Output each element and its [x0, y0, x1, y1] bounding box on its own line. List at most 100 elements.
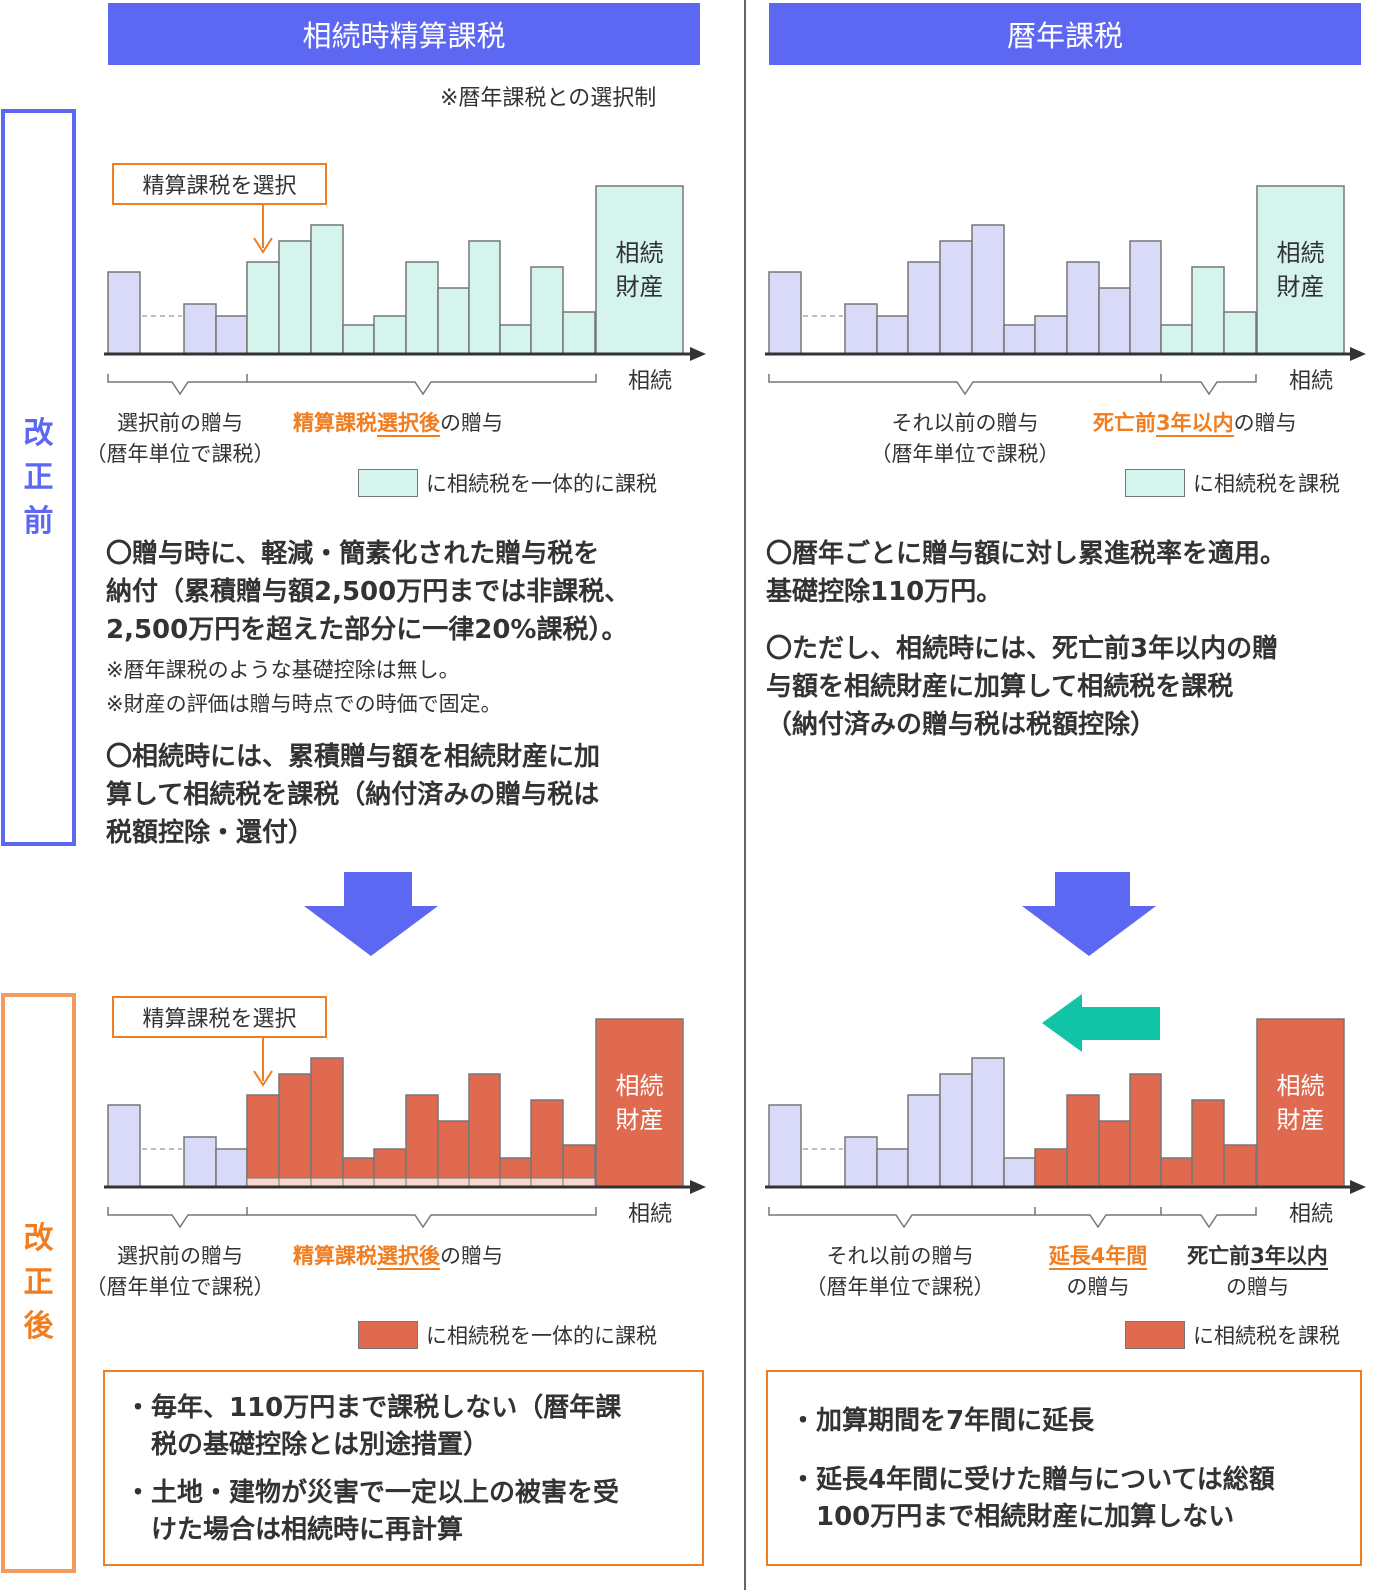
estate-label: 相続 財産: [1257, 236, 1344, 304]
legend-swatch-mint: [1125, 469, 1185, 497]
earlier-gift-line: （暦年単位で課税）: [805, 1275, 995, 1299]
column-divider: [744, 0, 746, 1590]
right-before-paragraph-2: 〇ただし、相続時には、死亡前3年以内の贈 与額を相続財産に加算して相続税を課税 …: [766, 630, 1278, 744]
inheritance-axis-label: 相続: [628, 1202, 673, 1227]
section-before-char: 正: [23, 459, 54, 495]
estate-label-line: 相続: [615, 1072, 664, 1100]
bullet-line: ・延長4年間に受けた贈与については総額: [790, 1465, 1275, 1495]
legend-text: に相続税を一体的に課税: [426, 472, 657, 496]
post-selection-gift-label: 精算課税選択後の贈与: [293, 408, 503, 439]
inheritance-axis-label: 相続: [1289, 1202, 1334, 1227]
text-line: 〇贈与時に、軽減・簡素化された贈与税を: [106, 539, 600, 569]
right-after-bullet-1: ・加算期間を7年間に延長: [790, 1403, 1094, 1440]
estate-label-line: 財産: [1276, 1106, 1325, 1134]
legend-left-after: に相続税を一体的に課税: [358, 1320, 657, 1350]
select-settlement-callout: 精算課税を選択: [112, 996, 327, 1038]
post-selection-tail: の贈与: [440, 1244, 503, 1268]
left-after-summary-box: [103, 1370, 704, 1566]
post-selection-bold: 精算課税: [293, 411, 377, 435]
earlier-gift-label: それ以前の贈与 （暦年単位で課税）: [800, 1241, 1000, 1303]
left-after-bullet-1: ・毎年、110万円まで課税しない（暦年課 税の基礎控除とは別途措置）: [125, 1390, 621, 1464]
estate-label-line: 財産: [1276, 273, 1325, 301]
note-line: ※暦年課税のような基礎控除は無し。: [106, 658, 460, 682]
pre-selection-line: （暦年単位で課税）: [85, 442, 275, 466]
bullet-line: 100万円まで相続財産に加算しない: [790, 1502, 1235, 1532]
legend-text: に相続税を課税: [1193, 1324, 1340, 1348]
extended-line: の贈与: [1066, 1275, 1130, 1299]
death-line: の贈与: [1226, 1275, 1289, 1299]
death-underlined: 3年以内: [1250, 1244, 1328, 1270]
post-selection-tail: の贈与: [440, 411, 503, 435]
earlier-gift-line: （暦年単位で課税）: [870, 442, 1060, 466]
inheritance-axis-label: 相続: [1289, 369, 1334, 394]
earlier-gift-line: それ以前の贈与: [826, 1244, 974, 1268]
post-selection-underlined: 選択後: [377, 411, 440, 437]
pre-selection-line: 選択前の贈与: [117, 1244, 243, 1268]
section-before-char: 改: [23, 415, 54, 451]
header-calendar-year-taxation: 暦年課税: [769, 3, 1361, 65]
death-three-years-label: 死亡前3年以内 の贈与: [1175, 1241, 1340, 1303]
text-line: 2,500万円を超えた部分に一律20%課税）。: [106, 615, 628, 645]
post-selection-gift-label: 精算課税選択後の贈与: [293, 1241, 503, 1272]
pre-selection-gift-label: 選択前の贈与 （暦年単位で課税）: [80, 1241, 280, 1303]
bullet-line: ・土地・建物が災害で一定以上の被害を受: [125, 1478, 620, 1508]
estate-label: 相続 財産: [596, 1069, 683, 1137]
legend-right-after: に相続税を課税: [1125, 1320, 1340, 1350]
header-settlement-taxation: 相続時精算課税: [108, 3, 700, 65]
pre-selection-line: （暦年単位で課税）: [85, 1275, 275, 1299]
right-before-paragraph-1: 〇暦年ごとに贈与額に対し累進税率を適用。 基礎控除110万円。: [766, 535, 1286, 611]
bullet-line: ・加算期間を7年間に延長: [790, 1406, 1095, 1436]
estate-label-line: 財産: [615, 273, 664, 301]
death-bold: 死亡前: [1187, 1244, 1251, 1268]
text-line: 〇暦年ごとに贈与額に対し累進税率を適用。: [766, 539, 1287, 569]
right-after-bullet-2: ・延長4年間に受けた贈与については総額 100万円まで相続財産に加算しない: [790, 1462, 1275, 1536]
bullet-line: ・毎年、110万円まで課税しない（暦年課: [125, 1393, 622, 1423]
down-arrow-icon: [304, 872, 438, 956]
note-selection-system: ※暦年課税との選択制: [440, 86, 657, 111]
select-settlement-callout: 精算課税を選択: [112, 163, 327, 205]
three-years-gift-label: 死亡前3年以内の贈与: [1093, 408, 1297, 439]
bullet-line: 税の基礎控除とは別途措置）: [125, 1430, 490, 1460]
down-arrow-icon: [1022, 872, 1156, 956]
text-line: 基礎控除110万円。: [766, 577, 1003, 607]
legend-swatch-red: [1125, 1321, 1185, 1349]
right-after-summary-box: [766, 1370, 1362, 1566]
text-line: （納付済みの贈与税は税額控除）: [766, 710, 1157, 740]
extended-bold: 延長4年間: [1048, 1244, 1148, 1270]
text-line: 〇相続時には、累積贈与額を相続財産に加: [106, 742, 601, 772]
three-years-tail: の贈与: [1233, 411, 1297, 435]
death-line: 死亡前3年以内: [1175, 1241, 1340, 1272]
earlier-gift-line: それ以前の贈与: [891, 411, 1039, 435]
three-years-bold: 死亡前: [1093, 411, 1156, 435]
section-before-reform: 改 正 前: [1, 109, 76, 846]
text-line: 〇ただし、相続時には、死亡前3年以内の贈: [766, 634, 1279, 664]
estate-label: 相続 財産: [1257, 1069, 1344, 1137]
post-selection-bold: 精算課税: [293, 1244, 377, 1268]
legend-text: に相続税を一体的に課税: [426, 1324, 657, 1348]
three-years-underlined: 3年以内: [1156, 411, 1234, 437]
estate-label-line: 相続: [1276, 1072, 1325, 1100]
estate-label: 相続 財産: [596, 236, 683, 304]
inheritance-axis-label: 相続: [628, 369, 673, 394]
estate-label-line: 財産: [615, 1106, 664, 1134]
legend-right-before: に相続税を課税: [1125, 468, 1340, 498]
section-after-char: 改: [23, 1221, 54, 1256]
earlier-gift-label: それ以前の贈与 （暦年単位で課税）: [865, 408, 1065, 470]
legend-text: に相続税を課税: [1193, 472, 1340, 496]
section-after-char: 正: [23, 1265, 54, 1300]
pre-selection-gift-label: 選択前の贈与 （暦年単位で課税）: [80, 408, 280, 470]
left-arrow-icon: [1042, 994, 1160, 1052]
left-before-notes: ※暦年課税のような基礎控除は無し。 ※財産の評価は贈与時点での時価で固定。: [106, 653, 502, 721]
text-line: 与額を相続財産に加算して相続税を課税: [766, 672, 1234, 702]
estate-label-line: 相続: [1276, 239, 1325, 267]
left-after-bullet-2: ・土地・建物が災害で一定以上の被害を受 けた場合は相続時に再計算: [125, 1475, 619, 1549]
left-before-paragraph-1: 〇贈与時に、軽減・簡素化された贈与税を 納付（累積贈与額2,500万円までは非課…: [106, 535, 630, 649]
legend-swatch-mint: [358, 469, 418, 497]
extended-line: 延長4年間: [1038, 1241, 1158, 1272]
text-line: 算して相続税を課税（納付済みの贈与税は: [106, 780, 600, 810]
left-before-paragraph-2: 〇相続時には、累積贈与額を相続財産に加 算して相続税を課税（納付済みの贈与税は …: [106, 738, 600, 852]
